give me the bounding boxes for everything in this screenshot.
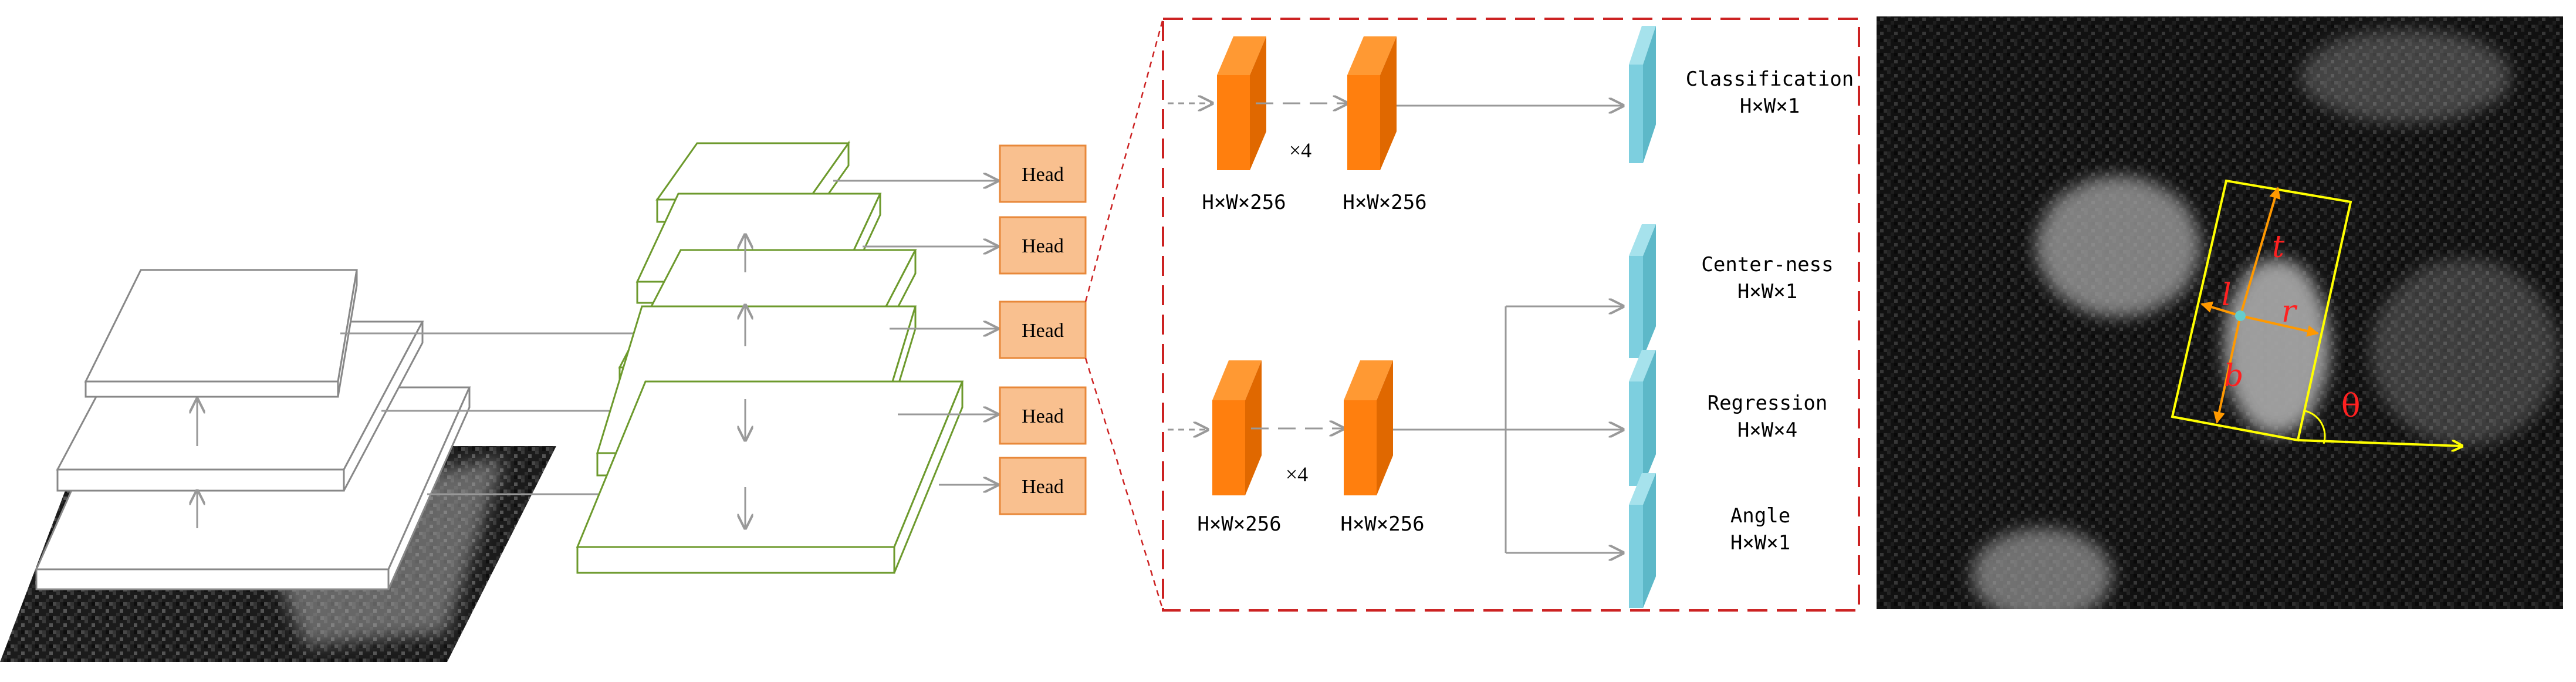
- backbone-stack: [0, 269, 556, 662]
- anchor-point: [2235, 310, 2246, 321]
- head-detail-border: [1162, 18, 1860, 612]
- classification-output-block: [1629, 26, 1656, 163]
- head-box: Head: [999, 144, 1087, 203]
- repeat-label-top: ×4: [1289, 139, 1311, 162]
- angle-output-block: [1629, 473, 1656, 608]
- regression-arrows: [2200, 187, 2319, 424]
- fpn-to-head-arrows: [833, 181, 998, 485]
- classification-size: H×W×1: [1740, 94, 1800, 118]
- feature-size-top-2: H×W×256: [1343, 191, 1426, 214]
- feature-plate-c5: [84, 269, 358, 398]
- feature-size-bottom-2: H×W×256: [1340, 512, 1424, 536]
- label-b: b: [2224, 359, 2243, 394]
- zoom-lines: [1084, 18, 1164, 611]
- angle-title: Angle: [1730, 504, 1790, 528]
- regression-title: Regression: [1708, 391, 1828, 415]
- angle-size: H×W×1: [1730, 531, 1790, 555]
- regression-size: H×W×4: [1737, 418, 1797, 442]
- regression-output-block: [1629, 350, 1656, 486]
- head-label: Head: [1022, 235, 1064, 257]
- label-t: t: [2272, 229, 2284, 265]
- clutter-region: [2300, 29, 2511, 123]
- label-l: l: [2222, 278, 2232, 313]
- angle-arc: [2304, 410, 2326, 444]
- head-label: Head: [1022, 164, 1064, 185]
- bottom-branch-splitter: [1393, 306, 1623, 553]
- label-r: r: [2281, 294, 2298, 329]
- head-box: Head: [999, 386, 1087, 445]
- conv-block-bottom-2: [1344, 360, 1393, 495]
- fpn-level-p3: [576, 380, 964, 574]
- head-label: Head: [1022, 406, 1064, 427]
- clutter-region: [2036, 176, 2200, 317]
- head-boxes: Head Head Head Head Head: [999, 144, 1087, 515]
- rotated-bbox-annotation: θ t l r b: [2171, 179, 2462, 446]
- conv-block-top-2: [1347, 36, 1397, 170]
- head-box: Head: [999, 457, 1087, 515]
- feature-size-bottom-1: H×W×256: [1197, 512, 1281, 536]
- head-box: Head: [999, 301, 1087, 359]
- feature-size-top-1: H×W×256: [1202, 191, 1286, 214]
- classification-title: Classification: [1686, 67, 1854, 91]
- head-box: Head: [999, 216, 1087, 275]
- target-echo: [2224, 258, 2330, 434]
- sar-image-panel: [1877, 16, 2563, 609]
- centerness-output-block: [1629, 224, 1656, 358]
- head-label: Head: [1022, 476, 1064, 498]
- centerness-title: Center-ness: [1701, 253, 1833, 276]
- fpn-stack: [576, 140, 964, 574]
- centerness-size: H×W×1: [1737, 280, 1797, 303]
- theta-label: θ: [2341, 387, 2361, 424]
- head-detail-panel: ×4 H×W×256 H×W×256 Classification H×W×1 …: [1162, 18, 1860, 612]
- conv-block-bottom-1: [1212, 360, 1262, 495]
- head-label: Head: [1022, 320, 1064, 342]
- clutter-region: [1972, 528, 2112, 609]
- repeat-label-bottom: ×4: [1286, 462, 1308, 486]
- clutter-region: [2371, 258, 2558, 446]
